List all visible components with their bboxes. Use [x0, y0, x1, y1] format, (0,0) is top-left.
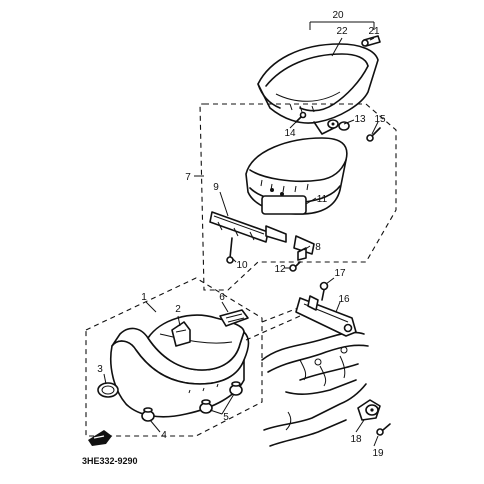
- callout-9: 9: [213, 182, 219, 193]
- rear-seat: [245, 137, 348, 215]
- callout-13: 13: [354, 114, 366, 125]
- callout-2: 2: [175, 304, 181, 315]
- callout-10: 10: [236, 260, 248, 271]
- callout-22: 22: [336, 26, 348, 37]
- callout-20: 20: [332, 10, 344, 21]
- emblem-2: [171, 321, 191, 347]
- callout-16: 16: [338, 294, 350, 305]
- leader-lines: [103, 21, 379, 447]
- lock-cylinder-18: [357, 399, 381, 421]
- callout-18: 18: [350, 434, 362, 445]
- screw-19: [376, 423, 391, 436]
- bracket-8: [265, 225, 315, 261]
- diagram-part-code: 3HE332-9290: [82, 456, 138, 466]
- bolt-12: [289, 261, 301, 272]
- damper-6: [219, 309, 249, 327]
- bolt-17: [319, 281, 329, 301]
- rubber-foot-5: [199, 381, 243, 414]
- grommet-13: [327, 119, 350, 131]
- bolt-10: [226, 237, 234, 264]
- callout-6: 6: [219, 292, 225, 303]
- callout-11: 11: [317, 194, 328, 205]
- callout-1: 1: [141, 292, 147, 303]
- callout-15: 15: [374, 114, 386, 125]
- rubber-foot-4: [141, 407, 155, 422]
- callout-12: 12: [274, 264, 286, 275]
- assembly-7-boundary: [199, 103, 397, 291]
- callout-7: 7: [185, 172, 191, 183]
- front-seat: [110, 314, 250, 418]
- screw-15: [366, 127, 381, 142]
- callout-19: 19: [372, 448, 384, 459]
- seat-bracket-9: [209, 211, 269, 243]
- callout-21: 21: [368, 26, 380, 37]
- assembly-1-boundary: [85, 277, 263, 437]
- callout-8: 8: [315, 242, 321, 253]
- callout-14: 14: [284, 128, 296, 139]
- callout-17: 17: [334, 268, 346, 279]
- callout-4: 4: [161, 430, 167, 441]
- callout-5: 5: [223, 412, 229, 423]
- callout-3: 3: [97, 364, 103, 375]
- cap-plug-21: [361, 35, 381, 47]
- knob-3: [97, 382, 119, 398]
- seat-lock-16: [295, 295, 357, 337]
- front-direction-arrow-icon: [88, 430, 112, 446]
